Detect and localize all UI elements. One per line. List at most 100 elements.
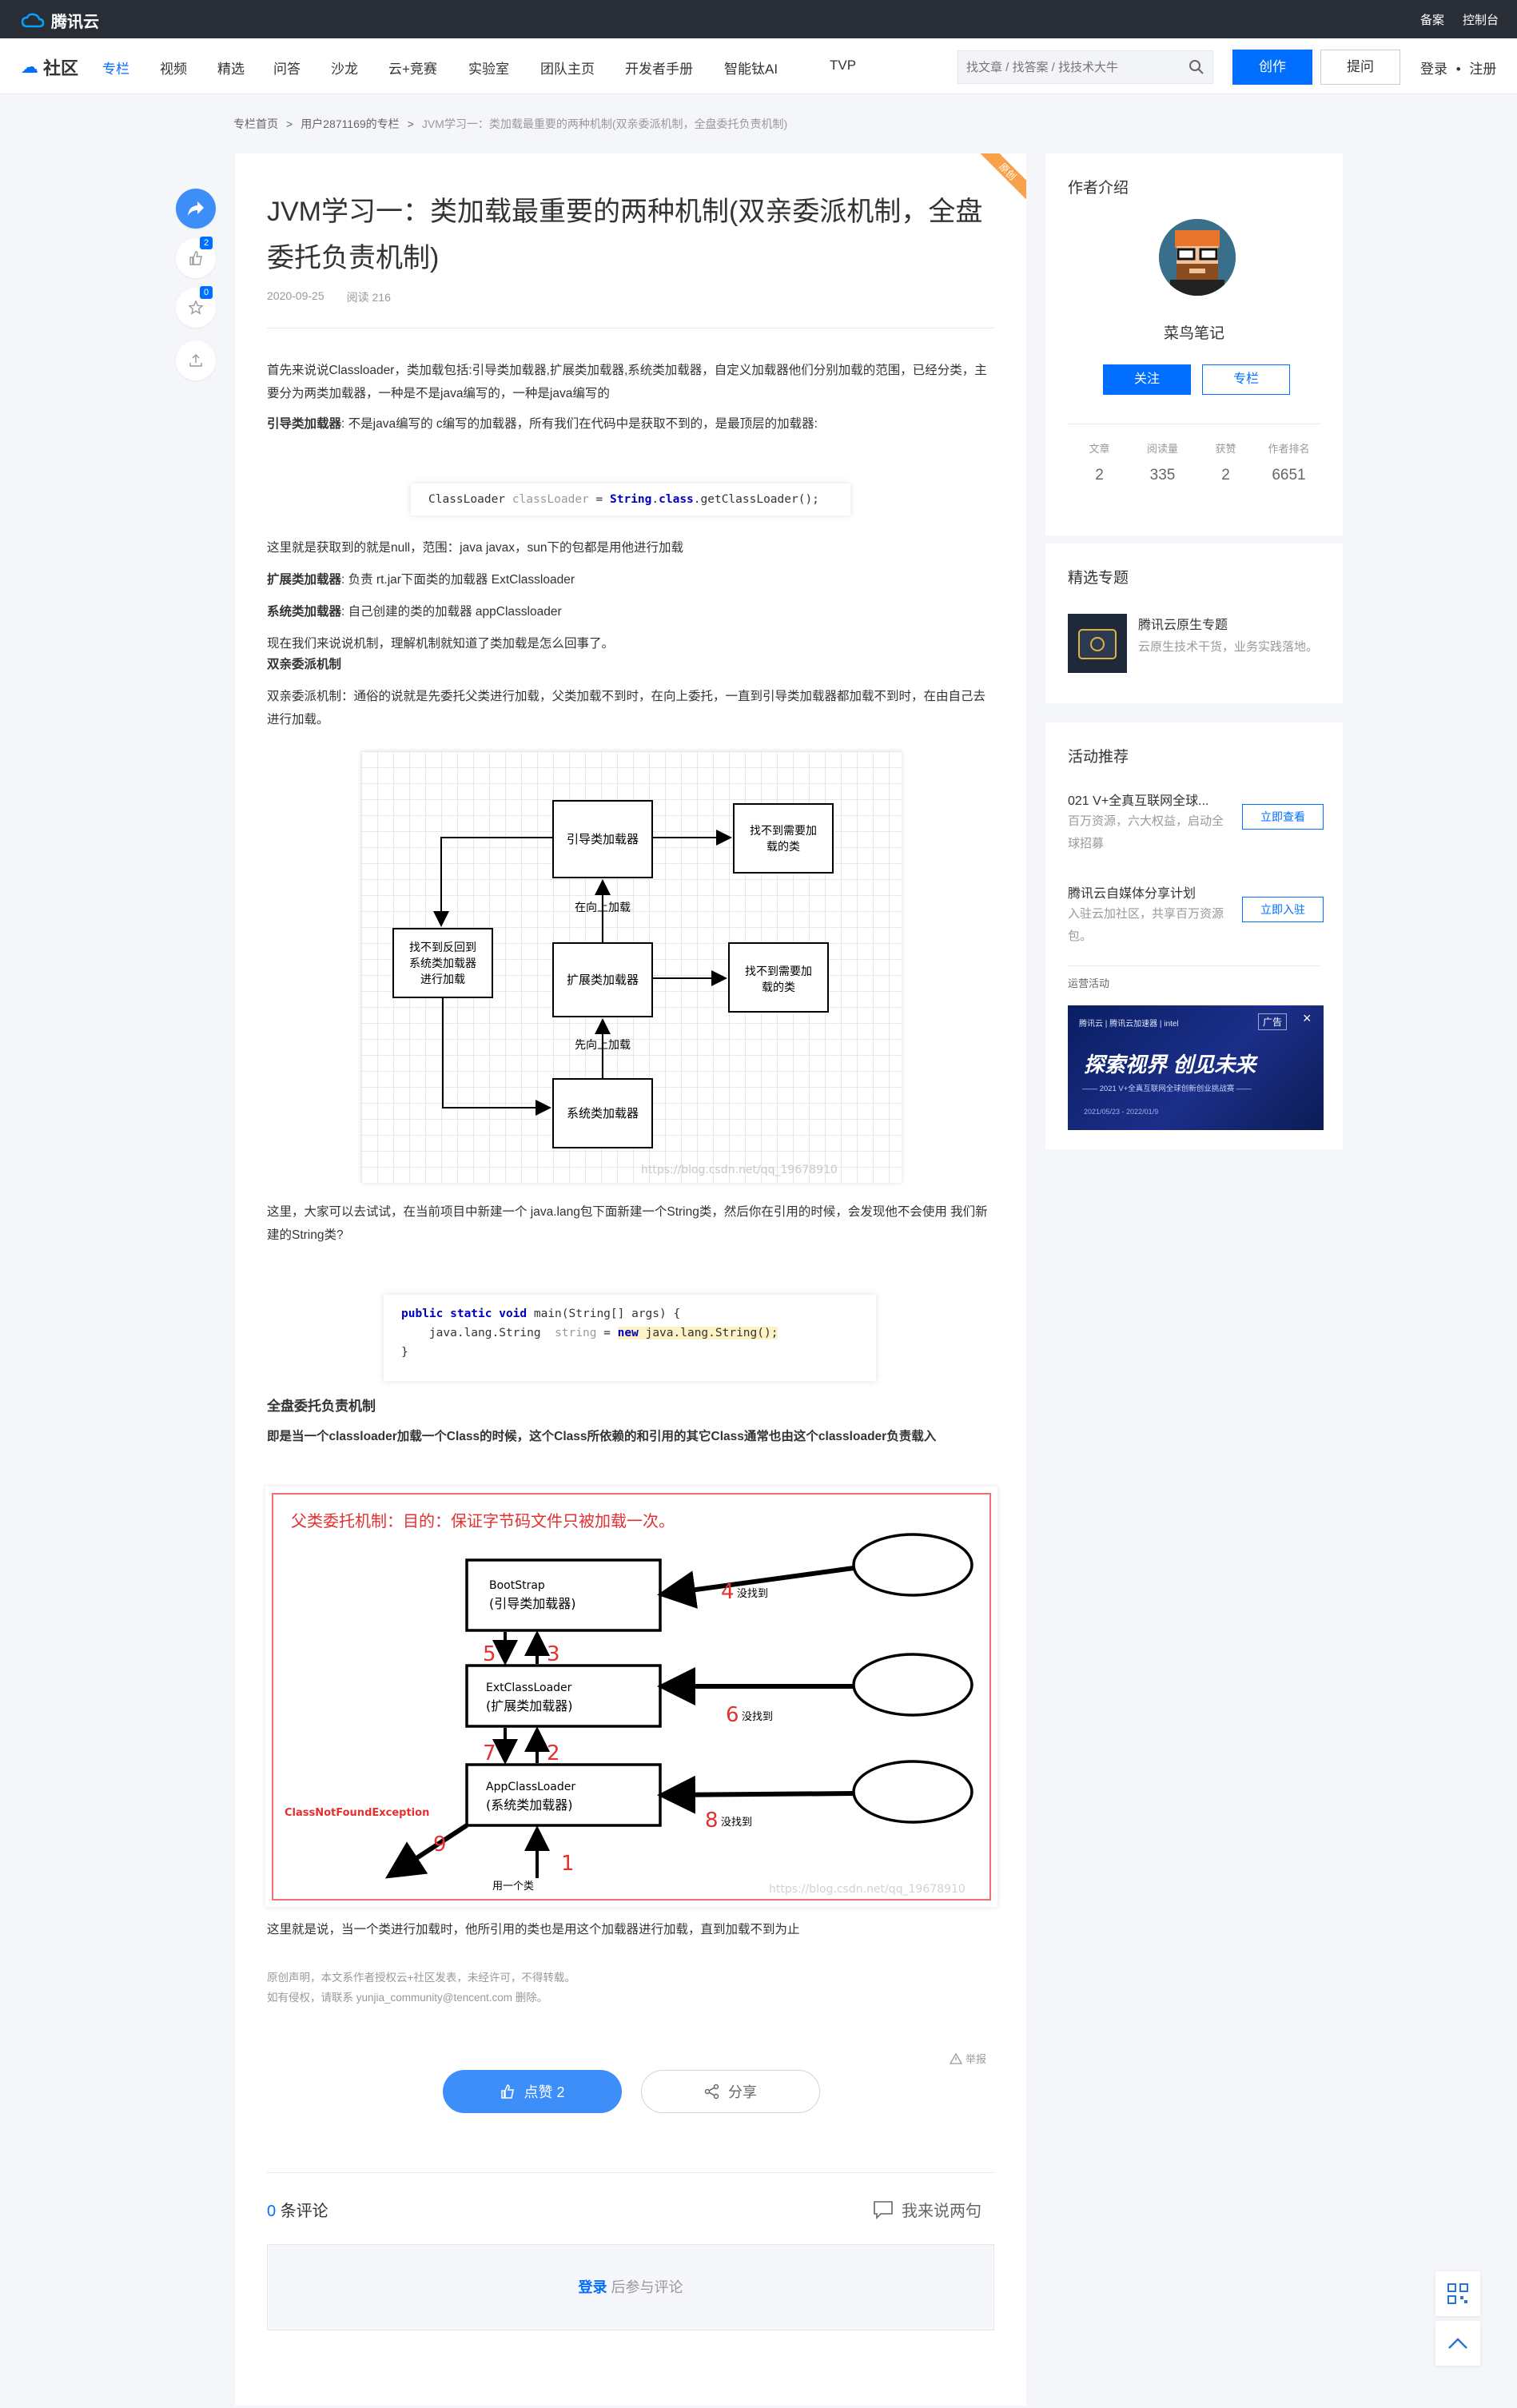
ad-tag: 广告 [1258,1013,1288,1030]
step-number: 7 [483,1741,496,1765]
like-count-badge: 2 [200,237,213,249]
share-nodes-icon [704,2084,719,2100]
paragraph-text: : 不是java编写的 c编写的加载器，所有我们在代码中是获取不到的，是最顶层的… [341,417,818,431]
box-bootstrap [465,1558,662,1632]
stat-value: 6651 [1272,467,1306,484]
share-arrow-icon [188,201,204,216]
stat-label: 作者排名 [1268,443,1310,455]
export-float-button[interactable] [176,340,216,380]
pixel-avatar-icon [1159,219,1236,296]
code-token: java.lang.String(); [638,1327,778,1339]
breadcrumb-home[interactable]: 专栏首页 [233,117,278,130]
stat-value: 2 [1095,467,1104,484]
box-label: (引导类加载器) [489,1596,576,1611]
diagram-svg: 父类委托机制：目的：保证字节码文件只被加载一次。 BootStrap (引导类加… [285,1511,974,1896]
code-token: main(String[] args) { [527,1307,681,1320]
featured-topic-card: 精选专题 腾讯云原生专题 云原生技术干货，业务实践落地。 [1045,543,1343,703]
register-link[interactable]: 注册 [1469,62,1497,77]
share-button[interactable]: 分享 [641,2070,820,2113]
author-name[interactable]: 菜鸟笔记 [1163,325,1224,342]
step-label: 没找到 [737,1588,768,1600]
paragraph-text: : 负责 rt.jar下面类的加载器 ExtClassloader [341,573,575,587]
like-float-button[interactable]: 2 [176,237,216,278]
box-fallback [392,928,493,998]
author-column-button[interactable]: 专栏 [1202,364,1290,395]
like-button[interactable]: 点赞 2 [443,2070,622,2113]
activity-description: 百万资源，六大权益，启动全球招募 [1068,814,1224,850]
code-token: .getClassLoader(); [693,493,819,506]
ask-button[interactable]: 提问 [1320,50,1400,85]
activity-item: 021 V+全真互联网全球... 百万资源，六大权益，启动全球招募 立即查看 [1068,790,1324,870]
box-appclassloader [465,1763,662,1827]
box-system [552,1078,653,1148]
nav-item-featured[interactable]: 精选 [217,62,245,77]
avatar[interactable] [1159,219,1236,296]
auth-separator: • [1455,62,1461,77]
breadcrumb-user[interactable]: 用户2871169的专栏 [301,117,400,130]
community-brand[interactable]: ☁ 社区 [21,54,78,80]
favorite-float-button[interactable]: 0 [176,286,216,328]
featured-topic[interactable]: 腾讯云原生专题 云原生技术干货，业务实践落地。 [1068,614,1324,686]
back-to-top-button[interactable] [1435,2321,1480,2366]
article-panel: 原创 JVM学习一：类加载最重要的两种机制(双亲委派机制，全盘委托负责机制) 2… [235,153,1026,2406]
comment-login-link[interactable]: 登录 [578,2279,607,2295]
nav-item-dev-manual[interactable]: 开发者手册 [625,62,693,77]
diagram-svg: 引导类加载器 找不到需要加 载的类 扩展类加载器 找不到需要加 载的类 系统类加… [392,800,838,1176]
nav-item-qa[interactable]: 问答 [273,62,301,77]
activity-view-button[interactable]: 立即查看 [1242,804,1324,830]
close-icon[interactable]: × [1303,1010,1312,1026]
brand-label: 社区 [43,58,79,78]
nav-item-lab[interactable]: 实验室 [468,62,509,77]
step-label: 没找到 [721,1817,752,1829]
search-icon[interactable] [1189,59,1204,75]
nav-item-tvp[interactable]: TVP [830,58,857,73]
comments-count: 0 条评论 [267,2198,328,2221]
nav-item-video[interactable]: 视频 [160,62,187,77]
main-nav: ☁ 社区 专栏 视频 精选 问答 沙龙 云+竞赛 实验室 团队主页 开发者手册 … [0,38,1517,94]
follow-button[interactable]: 关注 [1103,364,1191,395]
box-label: (系统类加载器) [486,1797,573,1813]
nav-item-team[interactable]: 团队主页 [540,62,595,77]
box-bootstrap [552,800,653,878]
create-button[interactable]: 创作 [1232,50,1312,85]
console-link[interactable]: 控制台 [1463,14,1499,27]
code-token: String [610,493,652,506]
code-block: public static void main(String[] args) {… [384,1295,876,1381]
chevron-up-icon [1448,2338,1467,2349]
qr-code-button[interactable] [1435,2271,1480,2316]
search-input[interactable] [958,51,1174,83]
box-extclassloader [465,1664,662,1728]
ad-banner[interactable]: 腾讯云 | 腾讯云加速器 | intel 广告 × 探索视界 创见未来 —— 2… [1068,1005,1324,1130]
share-float-button[interactable] [176,189,216,229]
article-reads: 阅读 216 [346,291,391,304]
top-bar: 腾讯云 备案 控制台 [0,0,1517,38]
tencent-cloud-logo[interactable]: 腾讯云 [21,9,99,32]
term-system: 系统类加载器 [267,605,342,619]
nav-item-contest[interactable]: 云+竞赛 [388,62,437,77]
beian-link[interactable]: 备案 [1420,14,1445,27]
nav-item-column[interactable]: 专栏 [102,62,129,77]
comment-login-box: 登录 后参与评论 [267,2244,994,2330]
step-number: 1 [561,1852,575,1876]
box-label: 扩展类加载器 [567,973,639,987]
ad-brand: 腾讯云 | 腾讯云加速器 | intel [1079,1020,1179,1029]
arrow-label: 先向上加载 [575,1039,631,1052]
activity-title[interactable]: 腾讯云自媒体分享计划 [1068,887,1196,901]
full-delegation-diagram: 父类委托机制：目的：保证字节码文件只被加载一次。 BootStrap (引导类加… [272,1493,991,1901]
step-number: 2 [547,1741,560,1765]
activity-title[interactable]: 021 V+全真互联网全球... [1068,794,1209,808]
report-link[interactable]: 举报 [950,2051,986,2066]
activity-join-button[interactable]: 立即入驻 [1242,897,1324,922]
stat-label: 文章 [1089,443,1110,455]
logo-text: 腾讯云 [51,14,99,31]
nav-item-ai[interactable]: 智能钛AI [724,62,778,77]
login-link[interactable]: 登录 [1420,62,1447,77]
cloud-logo-icon [21,13,45,27]
report-label: 举报 [966,2053,987,2065]
nav-item-salon[interactable]: 沙龙 [331,62,358,77]
step-number: 4 [721,1580,735,1604]
cloud-native-icon [1078,629,1117,659]
write-comment-link[interactable]: 我来说两句 [873,2198,981,2221]
box-label: 找不到反回到 [409,941,476,954]
